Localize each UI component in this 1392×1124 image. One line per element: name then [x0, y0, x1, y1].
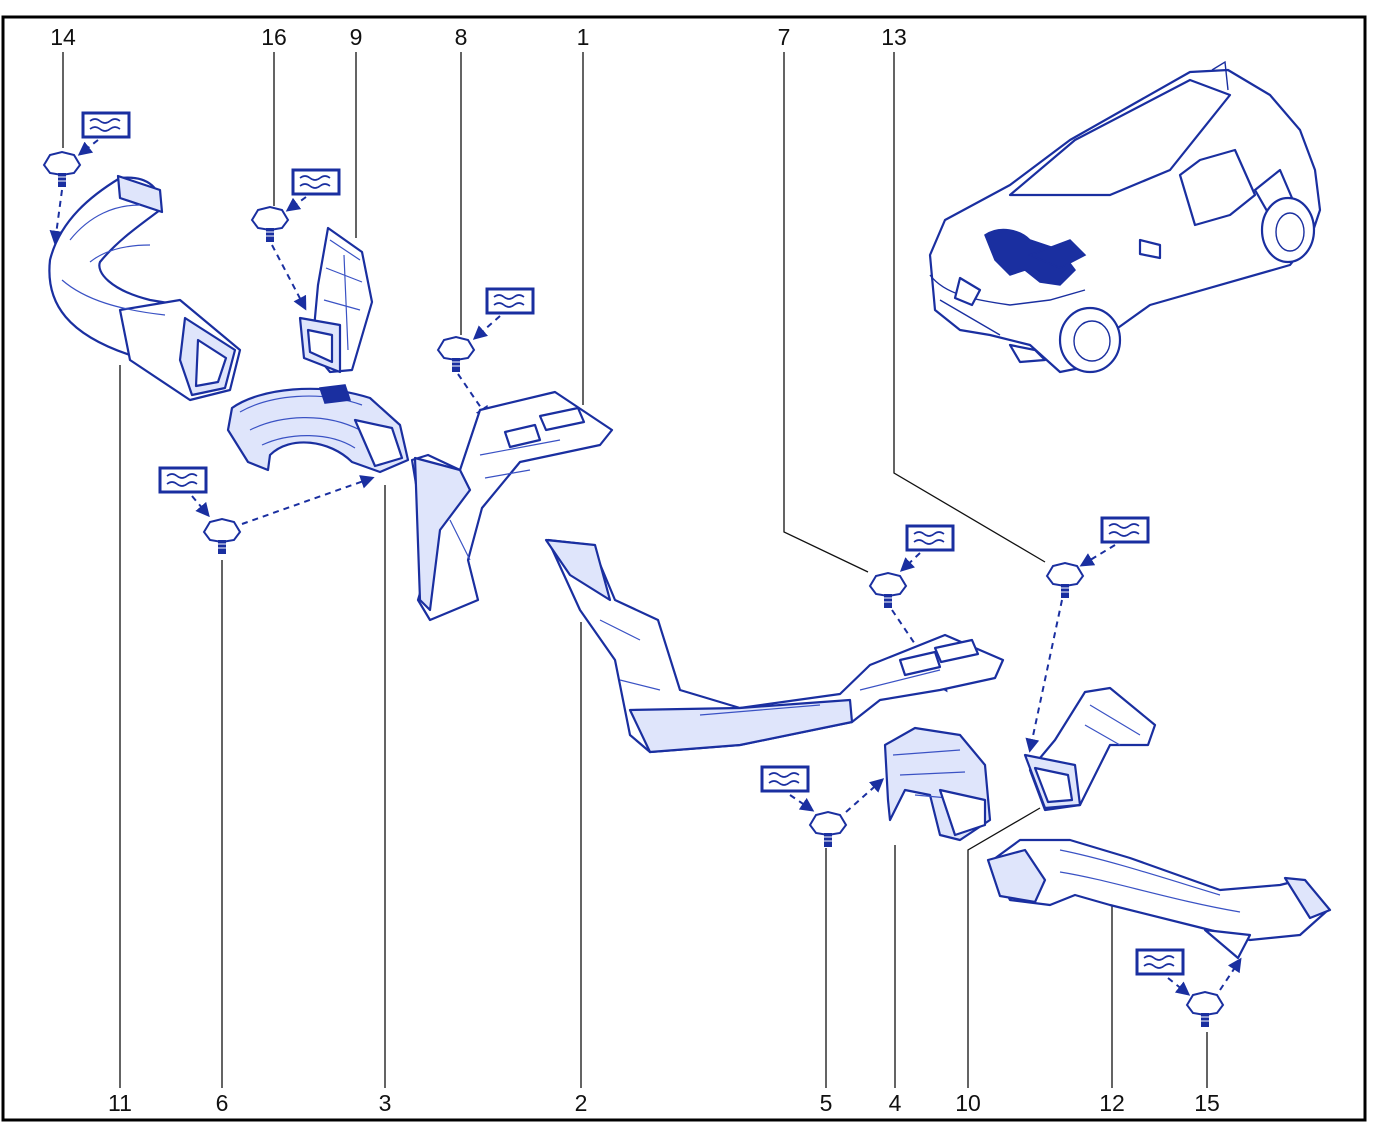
- part-11-left-outer-duct: [48, 174, 242, 402]
- lubricant-box-icon: [905, 524, 955, 552]
- callout-12: 12: [1099, 1090, 1125, 1116]
- lubricant-box-icon: [1135, 948, 1185, 976]
- leader-7: [783, 52, 869, 573]
- callout-9: 9: [350, 24, 363, 50]
- part-2-lower-duct: [544, 538, 1005, 754]
- callout-3: 3: [379, 1090, 392, 1116]
- part-9-vent-frame: [298, 226, 374, 374]
- part-12-right-outer-duct: [986, 838, 1332, 960]
- callout-13: 13: [881, 24, 907, 50]
- lubricant-box-icon: [1100, 516, 1150, 544]
- leader-lines: [62, 52, 1208, 1088]
- bottom-callouts: 11 6 3 2 5 4 10 12 15: [108, 1090, 1220, 1116]
- leader-13: [893, 52, 1046, 563]
- assembly-arrows: [49, 139, 1242, 996]
- callout-6: 6: [216, 1090, 229, 1116]
- part-4-right-vent-housing: [883, 726, 992, 842]
- callout-11: 11: [108, 1090, 132, 1116]
- lubricant-box-icon: [291, 168, 341, 196]
- callout-8: 8: [455, 24, 468, 50]
- top-callouts: 14 16 9 8 1 7 13: [50, 24, 907, 50]
- lubricant-box-icon: [760, 765, 810, 793]
- lubricant-box-icon: [485, 287, 535, 315]
- lubricant-box-icon: [158, 466, 208, 494]
- part-3-centre-vent-housing: [226, 384, 410, 474]
- leader-10: [967, 807, 1041, 1088]
- callout-2: 2: [575, 1090, 588, 1116]
- callout-5: 5: [820, 1090, 833, 1116]
- part-1-centre-duct: [410, 390, 614, 622]
- callout-16: 16: [261, 24, 287, 50]
- callout-14: 14: [50, 24, 76, 50]
- callout-15: 15: [1194, 1090, 1220, 1116]
- part-10-right-vent-frame: [1023, 686, 1157, 812]
- lubricant-box-icon: [81, 111, 131, 139]
- vehicle-location-icon: [928, 60, 1322, 374]
- callout-7: 7: [778, 24, 791, 50]
- callout-10: 10: [955, 1090, 981, 1116]
- callout-4: 4: [889, 1090, 902, 1116]
- callout-1: 1: [577, 24, 590, 50]
